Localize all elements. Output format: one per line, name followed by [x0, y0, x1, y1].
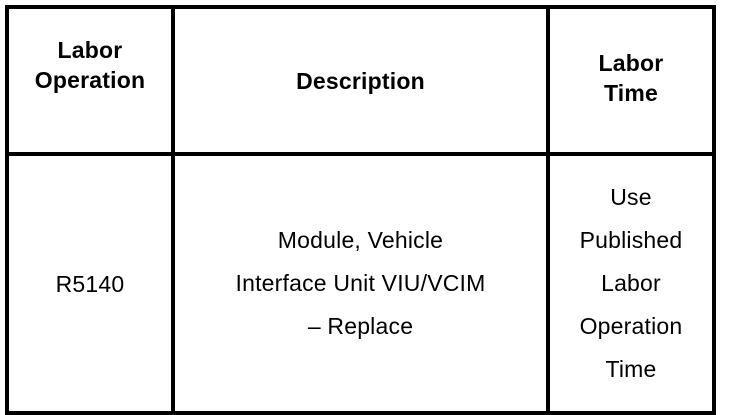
- header-cell-labor-operation: Labor Operation: [5, 5, 175, 156]
- description-text: Module, Vehicle Interface Unit VIU/VCIM …: [175, 219, 546, 348]
- header-description-text: Description: [175, 66, 546, 96]
- labor-time-line1: Use: [610, 184, 652, 210]
- header-description-line1: Description: [296, 67, 425, 94]
- table-row: R5140 Module, Vehicle Interface Unit VIU…: [5, 152, 716, 415]
- description-line1: Module, Vehicle: [277, 227, 444, 253]
- labor-time-line2: Published: [579, 227, 683, 253]
- description-line2: Interface Unit VIU/VCIM: [235, 270, 486, 296]
- labor-operation-table: Labor Operation Description Labor Time: [5, 5, 716, 415]
- labor-time-line5: Time: [605, 356, 657, 382]
- description-line3: – Replace: [307, 313, 414, 339]
- cell-labor-time: Use Published Labor Operation Time: [546, 152, 716, 415]
- labor-time-text: Use Published Labor Operation Time: [550, 176, 712, 391]
- cell-description: Module, Vehicle Interface Unit VIU/VCIM …: [171, 152, 550, 415]
- labor-operation-code: R5140: [55, 270, 125, 297]
- header-cell-description: Description: [171, 5, 550, 156]
- header-labor-operation-text: Labor Operation: [9, 35, 171, 95]
- header-cell-labor-time: Labor Time: [546, 5, 716, 156]
- header-labor-time-line1: Labor: [598, 49, 664, 76]
- labor-time-line4: Operation: [579, 313, 683, 339]
- header-labor-operation-line2: Operation: [34, 66, 146, 93]
- cell-labor-operation: R5140: [5, 152, 175, 415]
- table-header-row: Labor Operation Description Labor Time: [5, 5, 716, 156]
- header-labor-operation-line1: Labor: [57, 36, 123, 63]
- labor-time-line3: Labor: [601, 270, 661, 296]
- header-labor-time-text: Labor Time: [550, 48, 712, 108]
- header-labor-time-line2: Time: [603, 79, 659, 106]
